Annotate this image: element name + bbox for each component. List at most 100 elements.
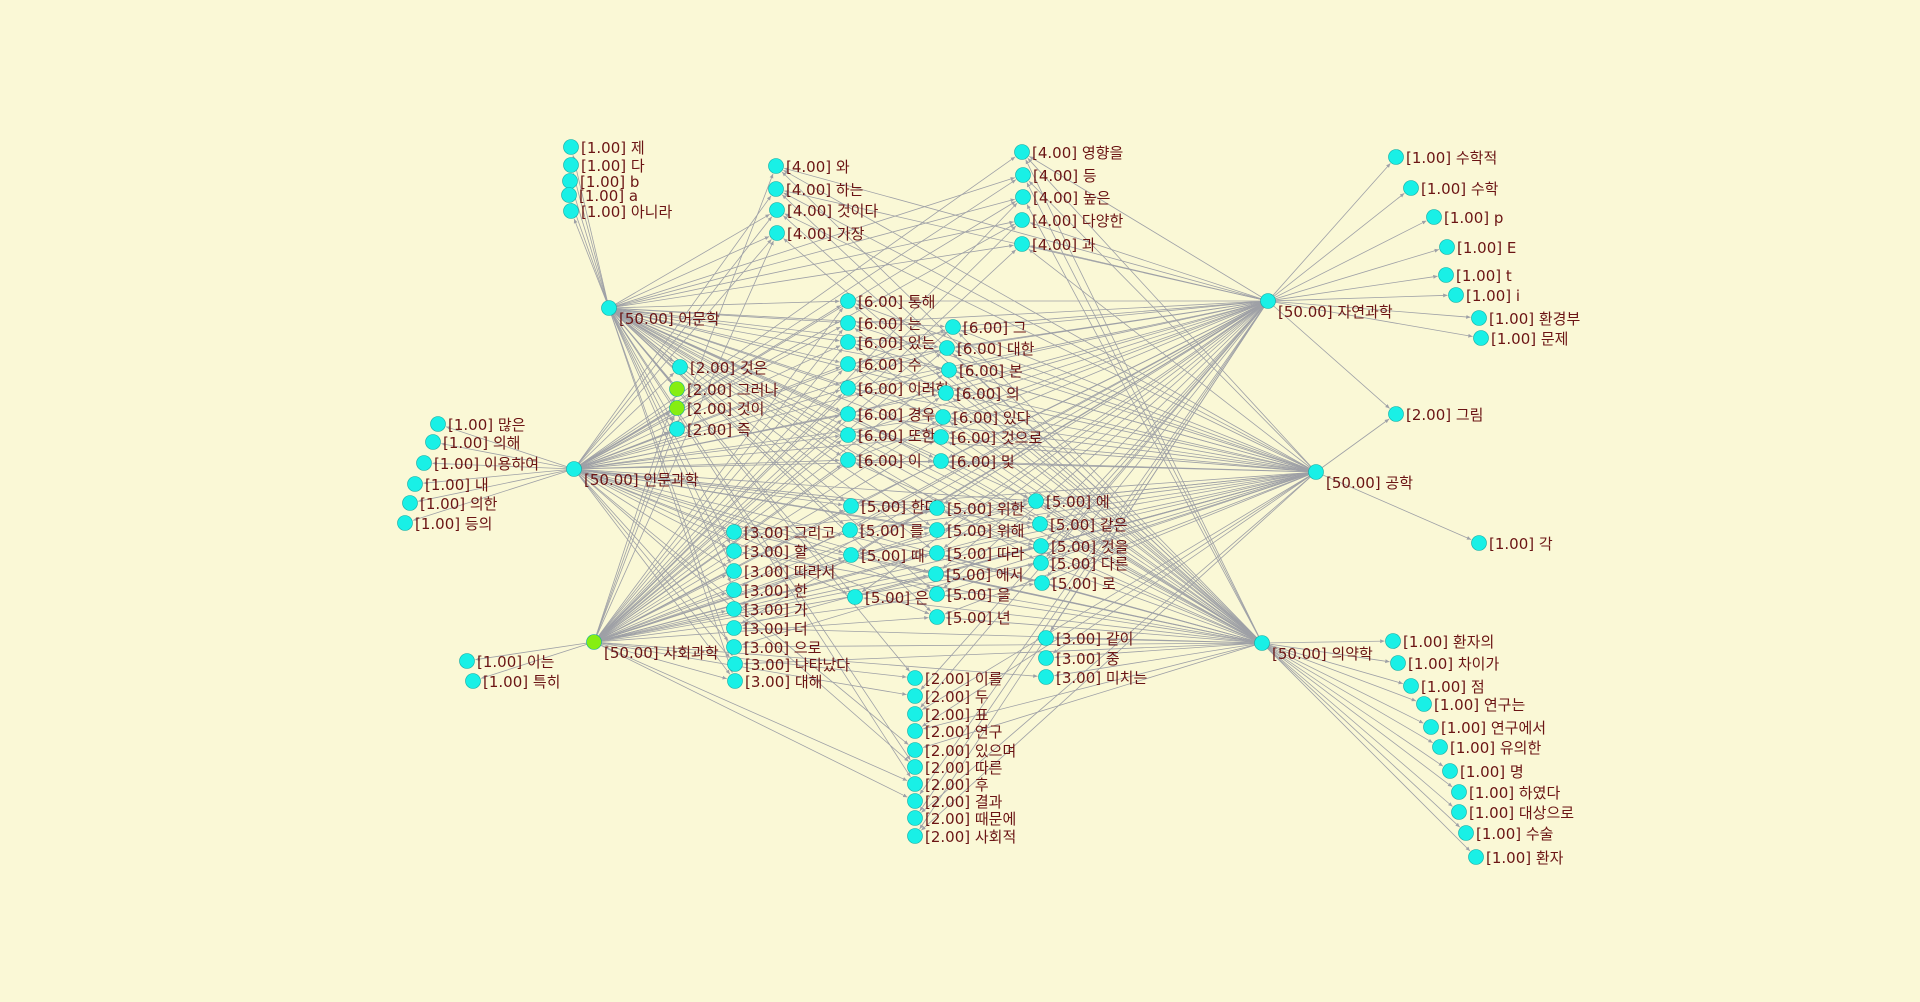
node-circle[interactable] [840, 315, 856, 331]
node-circle[interactable] [1032, 516, 1048, 532]
node-circle[interactable] [907, 759, 923, 775]
node-n7[interactable]: [1.00] 환경부 [1471, 310, 1581, 328]
node-circle[interactable] [726, 563, 742, 579]
node-f1[interactable]: [5.00] 한다 [843, 498, 939, 516]
node-v9[interactable]: [2.00] 때문에 [907, 810, 1017, 828]
node-t6[interactable]: [3.00] 더 [726, 620, 808, 638]
node-s1[interactable]: [1.00] 이는 [459, 653, 555, 671]
node-k3[interactable]: [5.00] 따라 [929, 545, 1025, 563]
node-circle[interactable] [840, 406, 856, 422]
node-l3[interactable]: [1.00] b [562, 173, 640, 191]
node-a2[interactable]: [4.00] 하는 [768, 181, 864, 199]
node-circle[interactable] [840, 380, 856, 396]
node-c5[interactable]: [6.00] 이러한 [840, 380, 950, 398]
node-c2[interactable]: [6.00] 는 [840, 315, 922, 333]
node-g1[interactable]: [2.00] 것은 [672, 359, 768, 377]
node-l4[interactable]: [1.00] a [561, 187, 639, 205]
node-u1[interactable]: [3.00] 같이 [1038, 630, 1134, 648]
node-j3[interactable]: [5.00] 것을 [1033, 538, 1129, 556]
node-circle[interactable] [586, 634, 602, 650]
node-u2[interactable]: [3.00] 중 [1038, 650, 1120, 668]
node-circle[interactable] [933, 453, 949, 469]
node-h5[interactable]: [1.00] 의한 [402, 495, 498, 513]
node-m3[interactable]: [1.00] 점 [1403, 678, 1485, 696]
node-j4[interactable]: [5.00] 다른 [1033, 555, 1129, 573]
node-k1[interactable]: [5.00] 위한 [929, 500, 1025, 518]
node-t5[interactable]: [3.00] 가 [726, 601, 808, 619]
node-circle[interactable] [907, 742, 923, 758]
node-m4[interactable]: [1.00] 연구는 [1416, 696, 1526, 714]
node-circle[interactable] [726, 543, 742, 559]
node-v10[interactable]: [2.00] 사회적 [907, 828, 1017, 846]
node-circle[interactable] [1432, 739, 1448, 755]
node-circle[interactable] [1015, 189, 1031, 205]
node-circle[interactable] [1254, 635, 1270, 651]
node-g3[interactable]: [2.00] 것이 [669, 400, 765, 418]
node-circle[interactable] [563, 203, 579, 219]
node-k2[interactable]: [5.00] 위해 [929, 522, 1025, 540]
node-circle[interactable] [1416, 696, 1432, 712]
node-c7[interactable]: [6.00] 또한 [840, 427, 936, 445]
node-circle[interactable] [1033, 555, 1049, 571]
node-circle[interactable] [1423, 719, 1439, 735]
node-e1[interactable]: [2.00] 그림 [1388, 406, 1484, 424]
node-circle[interactable] [669, 421, 685, 437]
node-circle[interactable] [402, 495, 418, 511]
node-m9[interactable]: [1.00] 대상으로 [1451, 804, 1575, 822]
node-circle[interactable] [907, 776, 923, 792]
node-circle[interactable] [1034, 575, 1050, 591]
node-circle[interactable] [1015, 167, 1031, 183]
node-a1[interactable]: [4.00] 와 [768, 158, 850, 176]
node-m2[interactable]: [1.00] 차이가 [1390, 655, 1500, 673]
node-m11[interactable]: [1.00] 환자 [1468, 849, 1564, 867]
node-c1[interactable]: [6.00] 통해 [840, 293, 936, 311]
node-b1[interactable]: [4.00] 영향을 [1014, 144, 1124, 162]
node-circle[interactable] [1014, 212, 1030, 228]
node-circle[interactable] [843, 547, 859, 563]
node-circle[interactable] [1308, 464, 1324, 480]
node-circle[interactable] [397, 515, 413, 531]
node-n8[interactable]: [1.00] 문제 [1473, 330, 1569, 348]
node-e2[interactable]: [1.00] 각 [1471, 535, 1553, 553]
node-circle[interactable] [939, 340, 955, 356]
node-circle[interactable] [928, 566, 944, 582]
node-f4[interactable]: [5.00] 은 [847, 589, 929, 607]
node-circle[interactable] [1038, 669, 1054, 685]
node-circle[interactable] [933, 429, 949, 445]
node-d6[interactable]: [6.00] 것으로 [933, 429, 1043, 447]
node-j2[interactable]: [5.00] 같은 [1032, 516, 1128, 534]
node-v6[interactable]: [2.00] 따른 [907, 759, 1003, 777]
node-circle[interactable] [840, 356, 856, 372]
node-k6[interactable]: [5.00] 년 [929, 609, 1011, 627]
node-v5[interactable]: [2.00] 있으며 [907, 742, 1017, 760]
node-circle[interactable] [561, 187, 577, 203]
node-j5[interactable]: [5.00] 로 [1034, 575, 1116, 593]
node-m6[interactable]: [1.00] 유의한 [1432, 739, 1542, 757]
node-circle[interactable] [1439, 239, 1455, 255]
node-circle[interactable] [1448, 287, 1464, 303]
node-circle[interactable] [1385, 633, 1401, 649]
node-circle[interactable] [563, 139, 579, 155]
node-circle[interactable] [907, 828, 923, 844]
node-h4[interactable]: [1.00] 내 [407, 476, 489, 494]
node-circle[interactable] [840, 293, 856, 309]
node-circle[interactable] [907, 688, 923, 704]
node-b3[interactable]: [4.00] 높은 [1015, 189, 1111, 207]
node-b5[interactable]: [4.00] 과 [1014, 236, 1096, 254]
node-j1[interactable]: [5.00] 에 [1028, 493, 1110, 511]
node-circle[interactable] [907, 670, 923, 686]
node-circle[interactable] [1468, 849, 1484, 865]
node-circle[interactable] [929, 609, 945, 625]
node-circle[interactable] [1014, 236, 1030, 252]
node-l5[interactable]: [1.00] 아니라 [563, 203, 673, 221]
node-natural[interactable]: [50.00] 자연과학 [1260, 293, 1393, 322]
node-circle[interactable] [1458, 825, 1474, 841]
node-h3[interactable]: [1.00] 이용하여 [416, 455, 540, 473]
node-m1[interactable]: [1.00] 환자의 [1385, 633, 1495, 651]
node-d7[interactable]: [6.00] 및 [933, 453, 1015, 471]
node-circle[interactable] [1451, 804, 1467, 820]
node-circle[interactable] [907, 723, 923, 739]
node-n3[interactable]: [1.00] p [1426, 209, 1504, 227]
node-n6[interactable]: [1.00] i [1448, 287, 1521, 305]
node-h1[interactable]: [1.00] 많은 [430, 416, 526, 434]
